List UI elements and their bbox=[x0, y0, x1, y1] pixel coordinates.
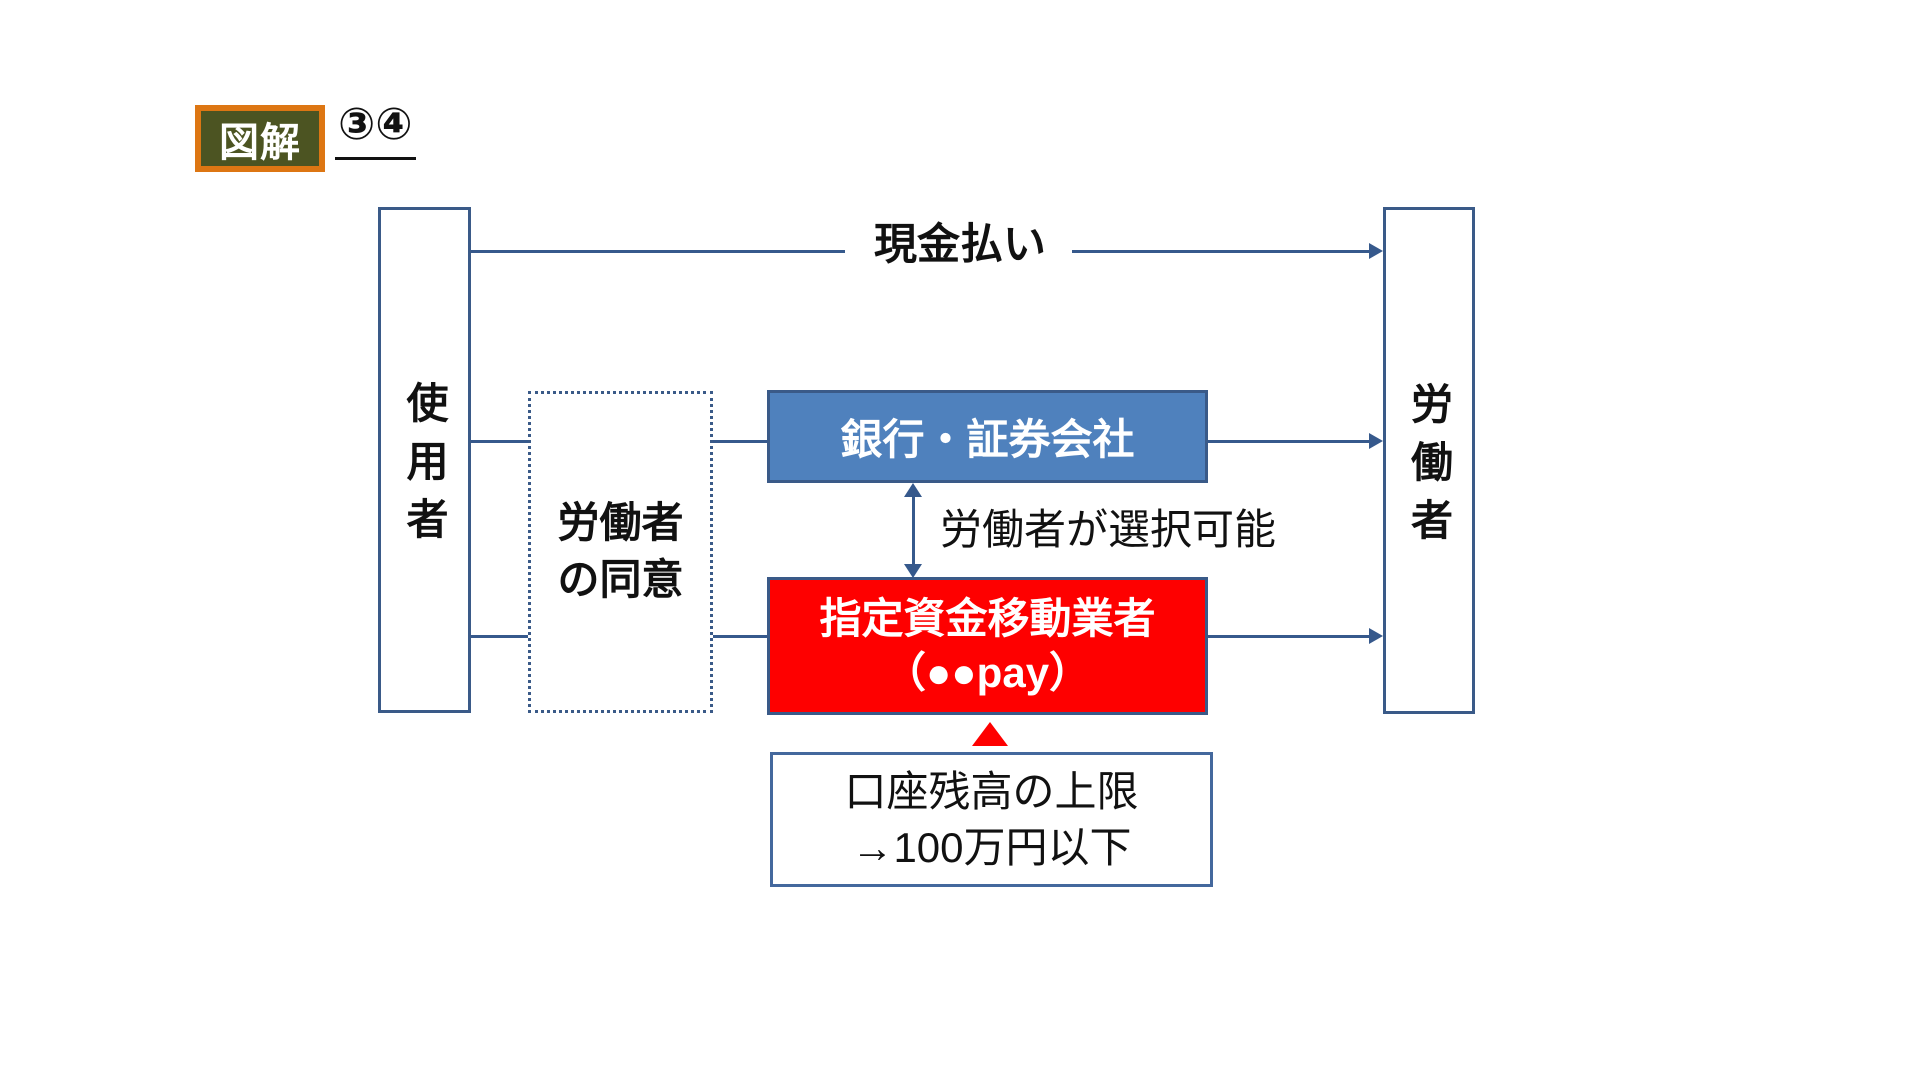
fund-transfer-label-line2: （●●pay） bbox=[883, 649, 1092, 696]
consent-label-line1: 労働者 bbox=[557, 499, 684, 547]
node-bank-securities: 銀行・証券会社 bbox=[767, 390, 1208, 483]
consent-label-line2: の同意 bbox=[557, 556, 684, 603]
node-employer: 使用者 bbox=[378, 207, 471, 713]
balance-note-line1: 口座残高の上限 bbox=[844, 768, 1139, 816]
consent-fund-line bbox=[713, 635, 767, 638]
employer-consent-upper-line bbox=[471, 440, 528, 443]
employer-consent-lower-line bbox=[471, 635, 528, 638]
fund-worker-arrowhead-icon bbox=[1369, 628, 1383, 644]
node-fund-transfer: 指定資金移動業者 （●●pay） bbox=[767, 577, 1208, 715]
cash-arrowhead-right-icon bbox=[1369, 243, 1383, 259]
worker-label: 労働者 bbox=[1405, 381, 1453, 556]
heading-numbers: ③④ bbox=[335, 100, 416, 160]
triangle-up-pointer-icon bbox=[972, 722, 1008, 746]
choice-arrowhead-up-icon bbox=[904, 483, 922, 497]
cash-arrow-line-right bbox=[1072, 250, 1369, 253]
worker-choice-label: 労働者が選択可能 bbox=[940, 506, 1277, 553]
cash-payment-label: 現金払い bbox=[874, 221, 1046, 269]
diagram-badge: 図解 bbox=[195, 105, 325, 172]
bank-worker-arrowhead-icon bbox=[1369, 433, 1383, 449]
fund-transfer-label-line1: 指定資金移動業者 bbox=[819, 595, 1156, 643]
cash-arrow-line-left bbox=[471, 250, 845, 253]
consent-bank-line bbox=[713, 440, 767, 443]
balance-note-line2: →100万円以下 bbox=[851, 823, 1132, 871]
node-worker-consent: 労働者 の同意 bbox=[528, 391, 713, 713]
fund-worker-line bbox=[1208, 635, 1369, 638]
badge-label: 図解 bbox=[219, 120, 301, 165]
bank-worker-line bbox=[1208, 440, 1369, 443]
node-worker: 労働者 bbox=[1383, 207, 1475, 714]
node-balance-limit-note: 口座残高の上限 →100万円以下 bbox=[770, 752, 1213, 887]
bank-label: 銀行・証券会社 bbox=[840, 416, 1135, 463]
choice-arrow-line bbox=[912, 495, 915, 567]
choice-arrowhead-down-icon bbox=[904, 564, 922, 578]
employer-label: 使用者 bbox=[401, 381, 448, 555]
